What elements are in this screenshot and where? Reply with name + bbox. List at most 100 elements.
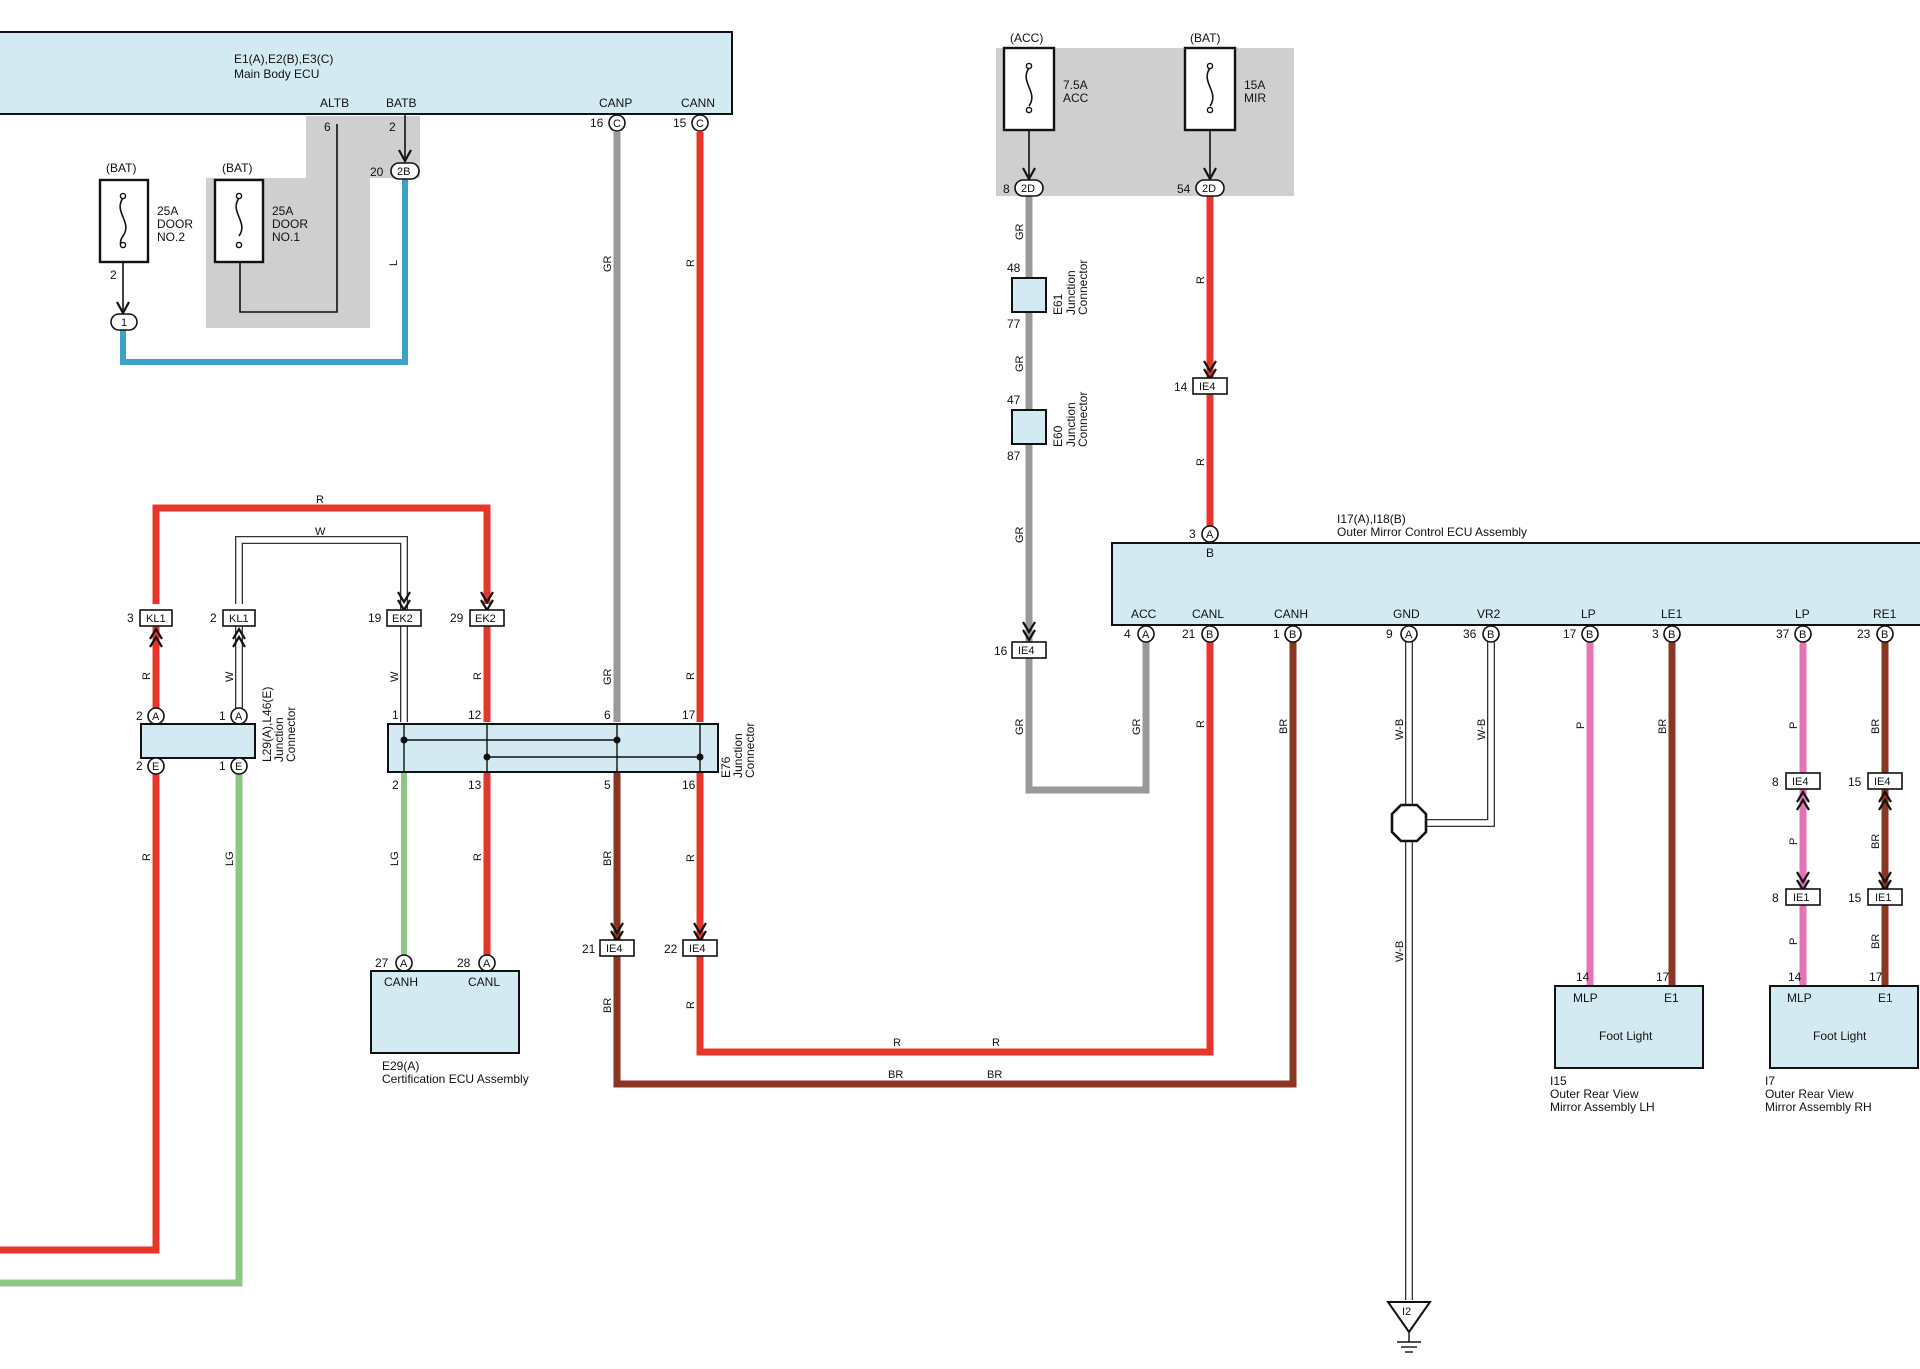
main-body-ecu: E1(A),E2(B),E3(C) Main Body ECU ALTB BAT…: [0, 31, 733, 134]
code-br-ie4: BR: [602, 998, 614, 1013]
code-r-ie4: R: [685, 1001, 697, 1009]
pin-num-door2: 2: [110, 268, 117, 282]
pin-label-le1: LE1: [1661, 607, 1683, 621]
pin-num-e60-top: 47: [1007, 393, 1021, 407]
pin-letter-c-cann: C: [696, 118, 704, 130]
mirror-rh-box: [1769, 985, 1919, 1069]
certification-ecu-box: [370, 970, 520, 1054]
pin-letter-l29-e2: E: [235, 761, 242, 773]
pin-num-mlp-lh: 14: [1576, 970, 1590, 984]
junction-l29-ref: L29(A),L46(E): [260, 687, 274, 762]
connector-2b-label: 2B: [397, 166, 410, 178]
mirror-lh: 14 17 MLP E1 Foot Light I15 Outer Rear V…: [1550, 970, 1704, 1114]
junction-e61-ref: E61: [1051, 293, 1065, 315]
junction-e76-ref: E76: [719, 756, 733, 778]
pin-num-e76-12: 12: [468, 708, 482, 722]
connector-ie1-lp2-label: IE1: [1793, 892, 1810, 904]
code-lg-l29: LG: [224, 851, 236, 866]
pin-num-acc: 4: [1124, 627, 1131, 641]
code-br-e76: BR: [602, 851, 614, 866]
fuse-door1-name: DOOR: [272, 217, 308, 231]
connector-ie4-mir-label: IE4: [1199, 381, 1216, 393]
mirror-rh-inner: Foot Light: [1813, 1029, 1867, 1043]
code-r-bottom-2: R: [992, 1037, 1000, 1049]
pin-num-gnd: 9: [1386, 627, 1393, 641]
connector-ek2-w: [386, 609, 422, 627]
connector-ie4-lp2: [1785, 772, 1821, 790]
code-br-bottom-2: BR: [987, 1069, 1002, 1081]
pin-num-e1-rh: 17: [1869, 970, 1883, 984]
ground-splice: [1390, 803, 1428, 843]
connector-kl1-r-label: KL1: [146, 613, 166, 625]
ground-i2-label: I2: [1402, 1306, 1411, 1318]
connector-2d-acc: [1014, 179, 1044, 197]
pin-letter-le1: B: [1668, 629, 1675, 641]
code-gr-acc-4: GR: [1014, 718, 1026, 735]
code-wb-vr2: W-B: [1476, 719, 1488, 740]
connector-kl1-w: [222, 609, 256, 627]
main-body-ecu-ref: E1(A),E2(B),E3(C): [234, 52, 333, 66]
pin-letter-c-canp: C: [613, 118, 621, 130]
code-br-rh-3: BR: [1870, 934, 1882, 949]
connector-ek2-w-label: EK2: [392, 613, 413, 625]
pin-num-lp2: 37: [1776, 627, 1790, 641]
junction-e61-name2: Connector: [1076, 260, 1090, 315]
junction-e76-box: [387, 723, 719, 773]
pin-label-lp1: LP: [1581, 607, 1596, 621]
mirror-lh-inner: Foot Light: [1599, 1029, 1653, 1043]
junction-e60-name2: Connector: [1076, 392, 1090, 447]
fuse-door1-no: NO.1: [272, 230, 300, 244]
wire-l-blue: [120, 176, 408, 365]
code-r-kl1: R: [141, 672, 153, 680]
pin-letter-cert-canh: A: [400, 958, 408, 970]
connector-ie4-mir-box: [1192, 377, 1228, 395]
pin-letter-lp2: B: [1799, 629, 1806, 641]
main-body-ecu-box: [0, 31, 733, 115]
pin-label-cann: CANN: [681, 96, 715, 110]
code-r-e76: R: [685, 672, 697, 680]
connector-ie4-re1-label: IE4: [1874, 776, 1891, 788]
code-p-rh-3: P: [1788, 938, 1800, 945]
pin-num-l29-e2: 1: [219, 759, 226, 773]
connectors-kl1-ek2: KL1 3 KL1 2 EK2 19 EK2 29: [127, 591, 505, 648]
pin-num-ie4-acc: 16: [994, 644, 1008, 658]
certification-ecu-ref: E29(A): [382, 1059, 419, 1073]
junction-e60: 47 87 E60 Junction Connector: [1007, 392, 1090, 463]
pin-num-2d-acc: 8: [1003, 182, 1010, 196]
pin-letter-cert-canl: A: [483, 958, 491, 970]
pin-num-ie4-br: 21: [582, 942, 596, 956]
pin-num-b: 3: [1189, 527, 1196, 541]
pin-num-kl1-r: 3: [127, 611, 134, 625]
connector-2b-pill: [390, 162, 420, 180]
pin-num-altb: 6: [324, 120, 331, 134]
wire-canl-r: [696, 642, 1214, 1056]
pin-num-batb: 2: [389, 120, 396, 134]
fuse-door2-source: (BAT): [106, 161, 136, 175]
pin-num-kl1-w: 2: [210, 611, 217, 625]
connector-ek2-r-label: EK2: [475, 613, 496, 625]
mirror-rh-name1: Outer Rear View: [1765, 1087, 1854, 1101]
mirror-rh: 14 17 MLP E1 Foot Light I7 Outer Rear Vi…: [1765, 970, 1919, 1114]
pin-num-e76-6: 6: [604, 708, 611, 722]
connector-ie4-acc-label: IE4: [1018, 645, 1035, 657]
junction-e76: 1 12 6 17 2 13 5 16 E76 Junction Connect…: [387, 708, 757, 792]
pin-num-ie4-mir: 14: [1174, 380, 1188, 394]
pin-letter-lp1: B: [1586, 629, 1593, 641]
connector-ie4-mir: IE4 14: [1174, 360, 1228, 395]
junction-e61: 48 77 E61 Junction Connector: [1007, 260, 1090, 331]
code-w-kl1: W: [224, 671, 236, 682]
pin-num-e76-5: 5: [604, 778, 611, 792]
mirror-lh-name1: Outer Rear View: [1550, 1087, 1639, 1101]
mirror-lh-name2: Mirror Assembly LH: [1550, 1100, 1655, 1114]
pin-num-ie1-lp2: 8: [1772, 891, 1779, 905]
pin-num-canh: 1: [1273, 627, 1280, 641]
code-r-mir-1: R: [1195, 276, 1207, 284]
code-wb-gnd: W-B: [1394, 719, 1406, 740]
pin-label-cert-canl: CANL: [468, 975, 500, 989]
connectors-ie4-can: IE4 21 IE4 22: [582, 922, 718, 957]
code-w-ek2: W: [389, 671, 401, 682]
code-r-cert: R: [472, 853, 484, 861]
fuse-mir-name: MIR: [1244, 91, 1266, 105]
pin-num-cert-canh: 27: [375, 956, 389, 970]
